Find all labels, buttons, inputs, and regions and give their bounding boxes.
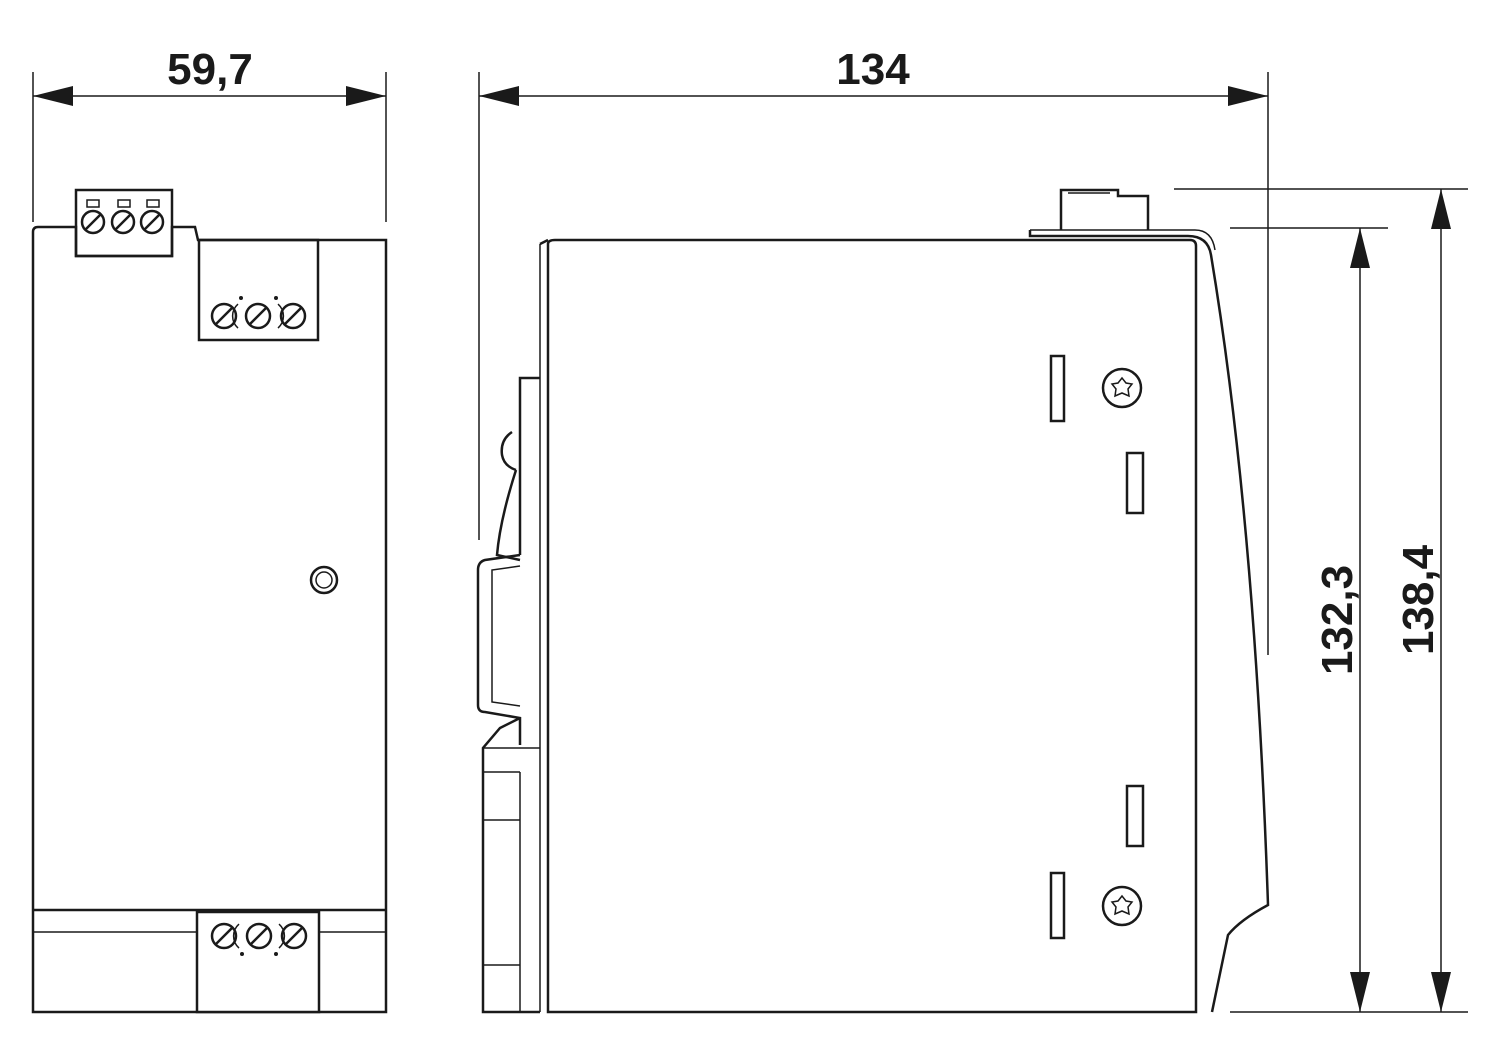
total-height-label: 138,4 [1394,544,1443,655]
front-cover-profile [1028,230,1270,1013]
vent-slot [1125,451,1145,515]
top-connector-side [1059,188,1150,230]
vent-slot [1125,784,1145,848]
vent-slot [1049,871,1066,940]
screw-terminal-icon [279,302,307,330]
din-rail-clip [476,376,540,1014]
screw-terminal-icon [244,302,272,330]
lower-terminal-body [195,910,321,1014]
arrowhead-left [33,86,73,106]
upper-terminal-block [197,238,320,342]
arrowhead-right [1228,86,1268,106]
arrowhead-down [1431,972,1451,1012]
side-housing-body [546,238,1198,1014]
body-height-label: 132,3 [1313,565,1362,675]
front-view: 59,7 [31,45,388,1014]
arrowhead-up [1431,189,1451,229]
screw-terminal-icon [110,209,136,235]
screw-terminal-icon [245,922,273,950]
din-rail-profile [476,553,522,745]
arrowhead-right [346,86,386,106]
led-indicator-icon [309,565,339,595]
plug-slot [86,199,100,208]
torx-screw-icon [1101,885,1143,927]
plug-body [74,188,174,258]
screw-terminal-icon [280,922,308,950]
arrowhead-down [1350,972,1370,1012]
screw-terminal-icon [210,922,238,950]
width-dimension-label: 59,7 [167,45,253,94]
top-plug-terminal [74,188,174,258]
front-housing [31,225,388,1014]
plug-slot [146,199,160,208]
depth-dimension-label: 134 [836,45,910,94]
screw-terminal-icon [210,302,238,330]
vent-slot [1049,354,1066,423]
torx-screw-icon [1101,367,1143,409]
arrowhead-left [479,86,519,106]
top-connector-outline [1059,188,1150,230]
plug-slot [117,199,131,208]
arrowhead-up [1350,228,1370,268]
screw-terminal-icon [80,209,106,235]
upper-terminal-body [197,238,320,342]
side-view: 134 [476,45,1468,1014]
screw-terminal-icon [139,209,165,235]
lower-terminal-block [195,910,321,1014]
